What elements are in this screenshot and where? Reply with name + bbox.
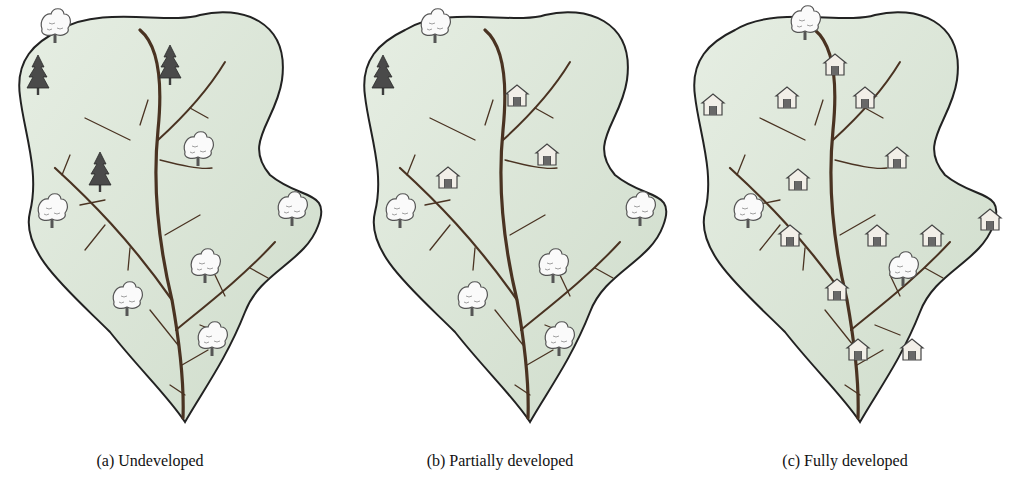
panel-caption: (b) Partially developed [427, 452, 574, 470]
panel-caption: (c) Fully developed [782, 452, 907, 470]
panel-caption: (a) Undeveloped [96, 452, 203, 470]
